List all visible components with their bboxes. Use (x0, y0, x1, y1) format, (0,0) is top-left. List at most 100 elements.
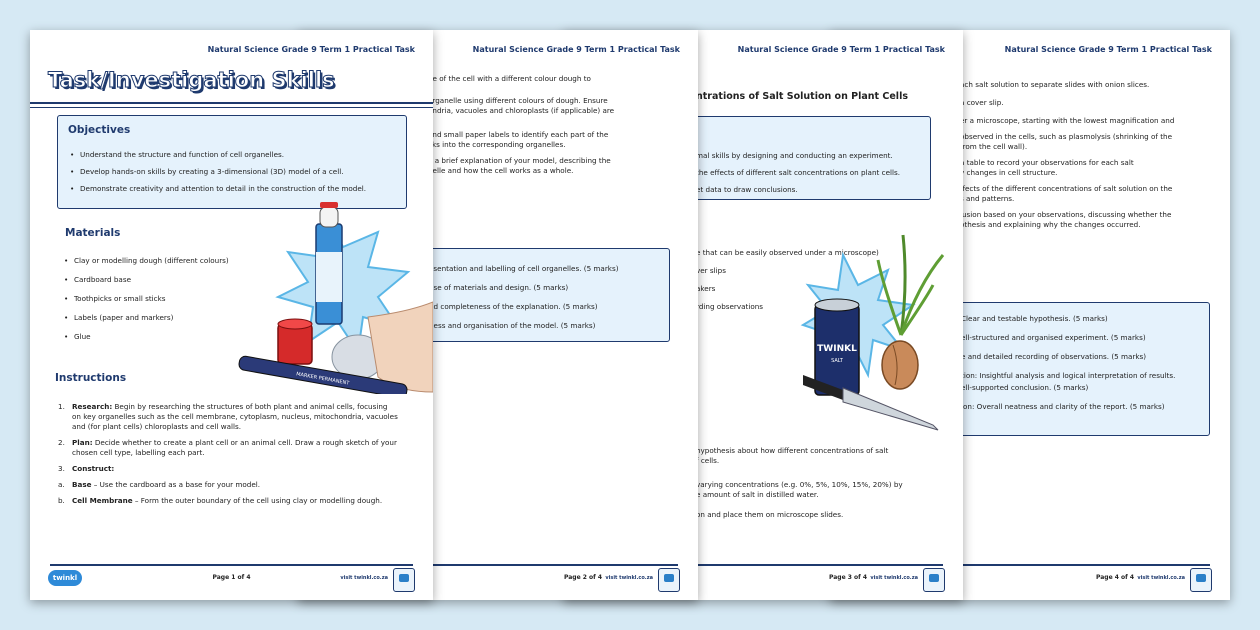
instruction-label: Construct: (72, 464, 115, 473)
instructions-list: 1. Research: Begin by researching the st… (58, 402, 398, 506)
instruction-item: 1. Research: Begin by researching the st… (58, 402, 398, 431)
instruction-label: Base (72, 480, 92, 489)
instruction-label: Cell Membrane (72, 496, 133, 505)
text-line: rding observations (696, 302, 764, 311)
page-footer: Page 2 of 4 visit twinkl.co.za (298, 560, 698, 600)
objectives-heading: Objectives (68, 124, 131, 136)
page-3-heading: ntrations of Salt Solution on Plant Cell… (696, 91, 908, 102)
text-line: hypothesis about how different concentra… (696, 446, 889, 455)
objective-line: the effects of different salt concentrat… (696, 168, 901, 177)
rubric-line: Clear and testable hypothesis. (5 marks) (961, 314, 1108, 323)
instruction-label: Research: (72, 402, 113, 411)
text-line: e amount of salt in distilled water. (696, 490, 819, 499)
text-line: s and patterns. (960, 194, 1015, 203)
text-line: othesis and explaining why the changes o… (960, 220, 1141, 229)
text-line: on and place them on microscope slides. (696, 510, 844, 519)
text-line: e a brief explanation of your model, des… (428, 156, 611, 165)
instruction-text: Decide whether to create a plant cell or… (72, 438, 397, 457)
rubric-box: esentation and labelling of cell organel… (398, 248, 670, 342)
rubric-line: nd completeness of the explanation. (5 m… (429, 302, 598, 311)
page-number: Page 2 of 4 (564, 574, 602, 581)
instruction-item: 3. Construct: (58, 464, 115, 473)
text-line: and small paper labels to identify each … (428, 130, 609, 139)
text-line: a cover slip. (960, 98, 1004, 107)
objectives-box: mal skills by designing and conducting a… (663, 116, 931, 200)
page-title: Task/Investigation Skills (48, 68, 336, 93)
rubric-line: esentation and labelling of cell organel… (429, 264, 619, 273)
page-2-text: de of the cell with a different colour d… (428, 74, 688, 176)
page-number: Page 1 of 4 (212, 574, 251, 581)
rubric-line: ell-structured and organised experiment.… (961, 333, 1146, 342)
worksheet-page-1: Natural Science Grade 9 Term 1 Practical… (30, 30, 433, 600)
objective-line: et data to draw conclusions. (696, 185, 798, 194)
rubric-line: e and detailed recording of observations… (961, 352, 1147, 361)
instruction-label: Plan: (72, 438, 93, 447)
page-header: Natural Science Grade 9 Term 1 Practical… (1004, 45, 1212, 54)
craft-materials-illustration: MARKER PERMANENT (238, 202, 433, 394)
instruction-text: Begin by researching the structures of b… (72, 402, 398, 431)
badge-icon (1190, 568, 1212, 592)
text-line: varying concentrations (e.g. 0%, 5%, 10%… (696, 480, 903, 489)
objective-item: Develop hands-on skills by creating a 3-… (68, 167, 398, 176)
page-footer: twinkl Page 1 of 4 visit twinkl.co.za (30, 560, 433, 600)
material-item: Cardboard base (62, 275, 262, 284)
text-line: lusion based on your observations, discu… (960, 210, 1172, 219)
title-rule-thin (30, 107, 433, 108)
site-link[interactable]: visit twinkl.co.za (1137, 575, 1185, 581)
rubric-line: ness and organisation of the model. (5 m… (429, 321, 596, 330)
page-footer: Page 4 of 4 visit twinkl.co.za (830, 560, 1230, 600)
page-number: Page 4 of 4 (1096, 574, 1134, 581)
text-line: f cells. (696, 456, 720, 465)
text-line: organelle using different colours of dou… (428, 96, 608, 105)
materials-list: Clay or modelling dough (different colou… (62, 256, 262, 341)
material-item: Toothpicks or small sticks (62, 294, 262, 303)
badge-icon (923, 568, 945, 592)
text-line: ondria, vacuoles and chloroplasts (if ap… (428, 106, 615, 115)
materials-heading: Materials (65, 227, 121, 239)
text-line: e that can be easily observed under a mi… (696, 248, 879, 257)
material-item: Clay or modelling dough (different colou… (62, 256, 262, 265)
site-link[interactable]: visit twinkl.co.za (605, 575, 653, 581)
rubric-line: use of materials and design. (5 marks) (429, 283, 569, 292)
materials-text: e that can be easily observed under a mi… (696, 244, 896, 316)
objective-item: Understand the structure and function of… (68, 150, 398, 159)
page-header: Natural Science Grade 9 Term 1 Practical… (207, 45, 415, 54)
page-header: Natural Science Grade 9 Term 1 Practical… (472, 45, 680, 54)
page-number: Page 3 of 4 (829, 574, 867, 581)
instruction-text: – Use the cardboard as a base for your m… (91, 480, 261, 489)
text-line: observed in the cells, such as plasmolys… (960, 132, 1173, 141)
material-item: Labels (paper and markers) (62, 313, 262, 322)
text-line: cks into the corresponding organelles. (428, 140, 566, 149)
objectives-box: Objectives Understand the structure and … (57, 115, 407, 209)
rubric-line: tion: Insightful analysis and logical in… (961, 371, 1176, 380)
text-line: akers (696, 284, 716, 293)
salt-onion-knife-illustration: TWINKL SALT (800, 234, 945, 431)
material-item: Glue (62, 332, 262, 341)
rubric-line: ion: Overall neatness and clarity of the… (961, 402, 1165, 411)
site-link[interactable]: visit twinkl.co.za (870, 575, 918, 581)
instruction-text: – Form the outer boundary of the cell us… (132, 496, 383, 505)
salt-brand: TWINKL (817, 344, 857, 354)
instruction-subitem: a. Base – Use the cardboard as a base fo… (58, 480, 261, 489)
badge-icon (658, 568, 680, 592)
steps-text: hypothesis about how different concentra… (696, 446, 956, 520)
page-4-text: ach salt solution to separate slides wit… (960, 80, 1220, 230)
rubric-box: Clear and testable hypothesis. (5 marks)… (930, 302, 1210, 436)
instruction-subitem: b. Cell Membrane – Form the outer bounda… (58, 496, 383, 505)
text-line: de of the cell with a different colour d… (428, 74, 591, 83)
site-link[interactable]: visit twinkl.co.za (340, 575, 388, 581)
text-line: ver slips (696, 266, 726, 275)
text-line: ach salt solution to separate slides wit… (960, 80, 1150, 89)
text-line: nelle and how the cell works as a whole. (428, 166, 574, 175)
objective-item: Demonstrate creativity and attention to … (68, 184, 398, 193)
rubric-line: ell-supported conclusion. (5 marks) (961, 383, 1089, 392)
instruction-item: 2. Plan: Decide whether to create a plan… (58, 438, 397, 457)
badge-icon (393, 568, 415, 592)
text-line: y changes in cell structure. (960, 168, 1058, 177)
title-rule (30, 102, 433, 104)
page-header: Natural Science Grade 9 Term 1 Practical… (737, 45, 945, 54)
text-line: ffects of the different concentrations o… (960, 184, 1173, 193)
page-footer: Page 3 of 4 visit twinkl.co.za (563, 560, 963, 600)
text-line: a table to record your observations for … (960, 158, 1134, 167)
instructions-heading: Instructions (55, 372, 127, 384)
